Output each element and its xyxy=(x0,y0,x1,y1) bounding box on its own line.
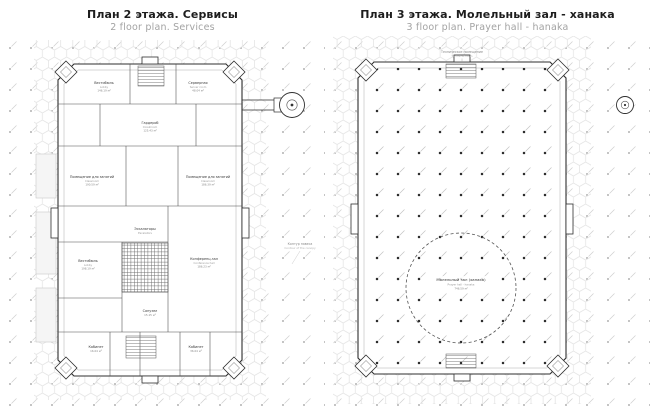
minaret-detail xyxy=(616,96,634,114)
room-name: Кабинет xyxy=(88,345,103,349)
building-outline xyxy=(57,63,243,377)
room-area: 190.59 м² xyxy=(85,183,98,187)
plan2-title: План 2 этажа. Сервисы xyxy=(87,8,238,21)
room-en: Conference hall xyxy=(193,261,214,265)
annotation-ru: Контур навеса xyxy=(288,242,313,246)
hall-area: 746.59 м² xyxy=(454,287,467,291)
hall-en: Prayer hall - hanaka xyxy=(448,283,475,287)
room-area: 198.19 м² xyxy=(81,267,94,271)
room-name: Вестибюль xyxy=(94,81,114,85)
room-area: 36.04 м² xyxy=(190,349,202,353)
plan2-subtitle: 2 floor plan. Services xyxy=(110,22,215,33)
top-label-ru: Техническое помещение xyxy=(440,50,483,54)
room-name: Кабинет xyxy=(188,345,203,349)
room-area: 186.39 м² xyxy=(201,183,214,187)
room-en: Cloakroom xyxy=(143,125,158,129)
room-name: Конференц-зал xyxy=(190,257,218,261)
room-name: Помещение для занятий xyxy=(186,175,230,179)
canopy-annotation: Контур навеса Contour of the canopy xyxy=(284,242,316,265)
room-area: 48.04 м² xyxy=(192,89,204,93)
dome-projection-circle xyxy=(405,232,517,344)
hall-label: Молельный зал (ханака) Prayer hall - han… xyxy=(431,276,491,292)
room-area: 146.19 м² xyxy=(97,89,110,93)
corner-pavilions xyxy=(54,60,246,380)
hall-name: Молельный зал (ханака) xyxy=(436,277,486,282)
room-name: Санузел xyxy=(143,309,158,313)
room-name: Серверная xyxy=(188,81,207,85)
annotation-en: Contour of the canopy xyxy=(284,246,316,250)
room-en: Lobby xyxy=(84,263,93,267)
corner-pavilions xyxy=(354,58,570,378)
technical-room-label: Техническое помещение Technical room xyxy=(440,50,483,63)
atrium-escalator-block xyxy=(121,242,169,293)
room-name: Эскалаторы xyxy=(134,227,156,231)
adjacent-structures xyxy=(35,153,57,343)
room-area: 16.04 м² xyxy=(90,349,102,353)
floor-plan-2: Вестибюль Lobby 146.19 м² Серверная Serv… xyxy=(0,36,325,411)
room-area: 186.23 м² xyxy=(197,265,210,269)
room-labels: Вестибюль Lobby 146.19 м² Серверная Serv… xyxy=(70,81,230,353)
room-en: Classroom xyxy=(85,179,99,183)
room-en: Server room xyxy=(190,85,207,89)
room-name: Вестибюль xyxy=(78,259,98,263)
room-en: Escalators xyxy=(138,231,152,235)
floor-plan-3: Молельный зал (ханака) Prayer hall - han… xyxy=(325,36,650,411)
stair-symbols xyxy=(445,63,477,369)
room-en: Classroom xyxy=(201,179,215,183)
room-area: 15.15 м² xyxy=(144,313,156,317)
room-area: 125.43 м² xyxy=(143,129,156,133)
room-name: Помещение для занятий xyxy=(70,175,114,179)
plan3-subtitle: 3 floor plan. Prayer hall - hanaka xyxy=(406,22,569,33)
room-name: Гардероб xyxy=(141,121,158,125)
room-en: Lobby xyxy=(100,85,109,89)
edge-porches xyxy=(50,56,250,384)
stair-symbols xyxy=(121,65,169,359)
plan3-title: План 3 этажа. Молельный зал - ханака xyxy=(360,8,615,21)
top-label-en: Technical room xyxy=(451,54,473,58)
prayer-hall-columns xyxy=(364,68,560,368)
minaret-link xyxy=(242,92,305,118)
